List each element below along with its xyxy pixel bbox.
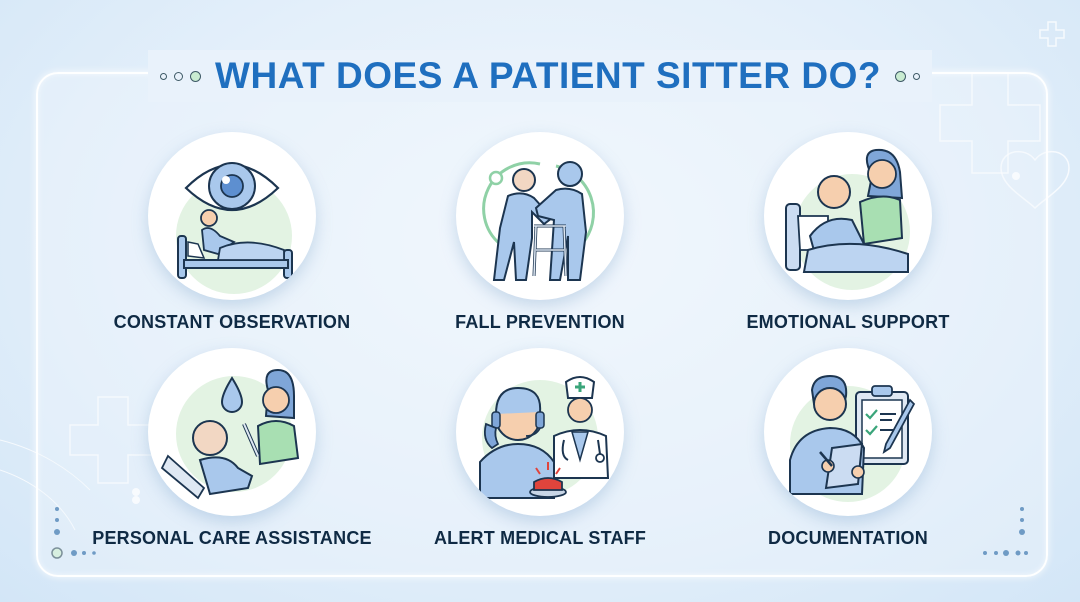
header: WHAT DOES A PATIENT SITTER DO?: [0, 50, 1080, 102]
title-dots-left: [160, 70, 202, 82]
person-clipboard-notes-icon: [789, 374, 916, 502]
icon-circle: [456, 348, 624, 516]
card-fall-prevention: FALL PREVENTION: [390, 132, 690, 333]
card-personal-care-assistance: PERSONAL CARE ASSISTANCE: [82, 348, 382, 549]
card-constant-observation: CONSTANT OBSERVATION: [82, 132, 382, 333]
page-title: WHAT DOES A PATIENT SITTER DO?: [215, 55, 881, 96]
card-alert-medical-staff: ALERT MEDICAL STAFF: [390, 348, 690, 549]
title-row: WHAT DOES A PATIENT SITTER DO?: [148, 50, 932, 102]
card-label: CONSTANT OBSERVATION: [113, 312, 351, 332]
icon-circle: [148, 348, 316, 516]
title-dots-right: [894, 70, 920, 82]
eye-over-patient-in-bed-icon: [176, 162, 293, 294]
caregiver-comforting-patient-icon: [785, 148, 910, 290]
card-label: PERSONAL CARE ASSISTANCE: [92, 528, 372, 548]
card-documentation: DOCUMENTATION: [698, 348, 998, 549]
caregiver-walker-assist-icon: [482, 161, 595, 281]
card-label: FALL PREVENTION: [455, 312, 625, 332]
icon-circle: [148, 132, 316, 300]
icon-circle: [456, 132, 624, 300]
headset-doctor-alarm-icon: [479, 376, 610, 499]
card-label: ALERT MEDICAL STAFF: [433, 528, 647, 548]
card-label: EMOTIONAL SUPPORT: [746, 312, 950, 332]
icon-circle: [764, 348, 932, 516]
card-label: DOCUMENTATION: [768, 528, 928, 548]
caregiver-brushing-teeth-icon: [160, 368, 300, 500]
card-emotional-support: EMOTIONAL SUPPORT: [698, 132, 998, 333]
icon-circle: [764, 132, 932, 300]
